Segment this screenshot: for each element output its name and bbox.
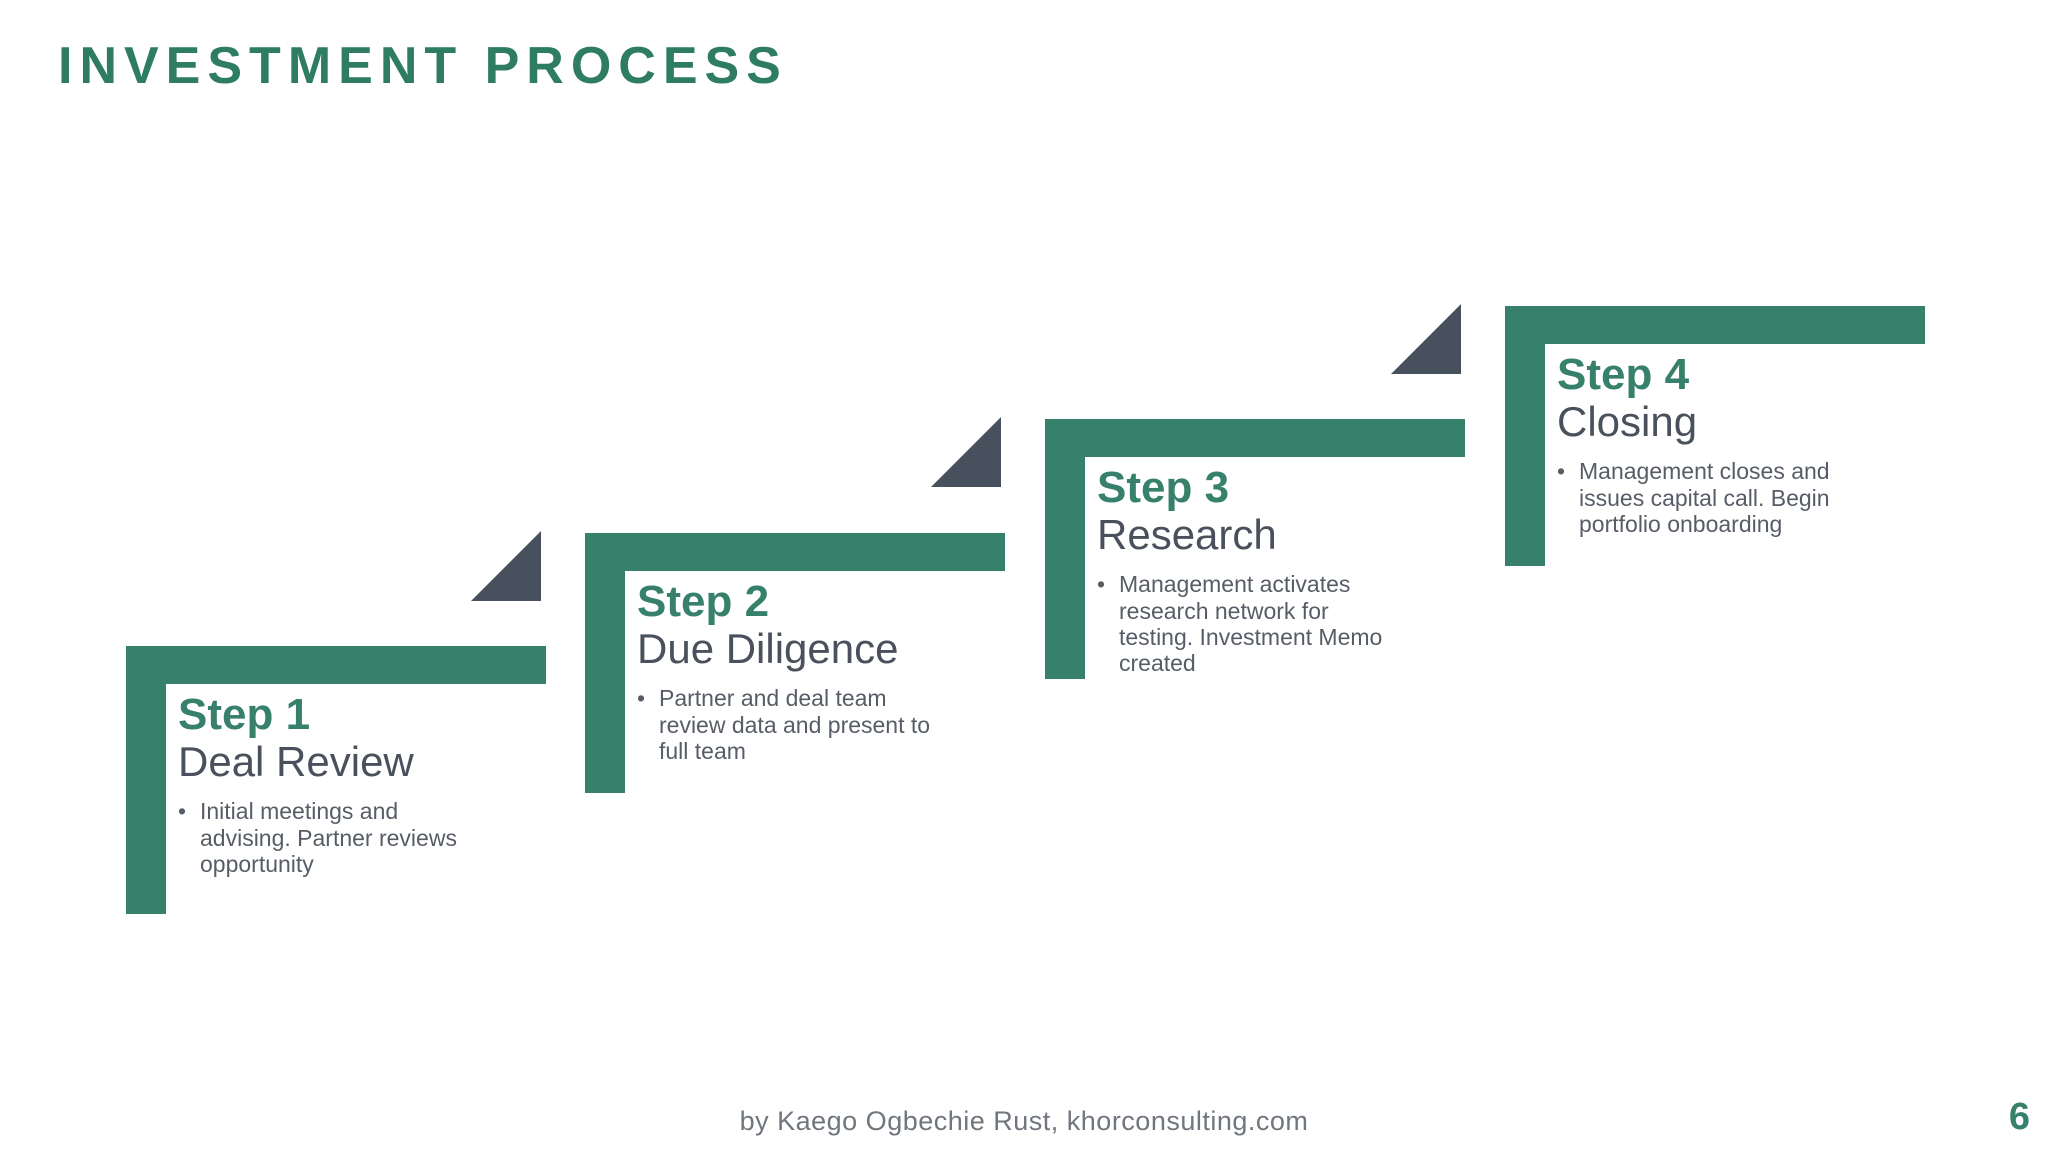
step-4-top-bar <box>1505 306 1925 344</box>
step-4-label: Step 4 <box>1557 350 1690 399</box>
step-4-content: Step 4 Closing • Management closes and i… <box>1557 350 1897 537</box>
step-4-left-bar <box>1505 306 1545 566</box>
step-4-bullet: • Management closes and issues capital c… <box>1557 458 1857 537</box>
step-1-content: Step 1 Deal Review • Initial meetings an… <box>178 690 518 877</box>
step-2-left-bar <box>585 533 625 793</box>
step-block-2: Step 2 Due Diligence • Partner and deal … <box>585 533 1025 893</box>
step-4-bullet-text: Management closes and issues capital cal… <box>1579 458 1830 537</box>
staircase-triangle-icon <box>1391 304 1461 374</box>
step-block-1: Step 1 Deal Review • Initial meetings an… <box>126 646 566 1006</box>
step-2-bullet-text: Partner and deal team review data and pr… <box>659 685 931 764</box>
step-2-content: Step 2 Due Diligence • Partner and deal … <box>637 577 977 764</box>
step-4-subtitle: Closing <box>1557 398 1698 446</box>
staircase-triangle-icon <box>931 417 1001 487</box>
bullet-dot: • <box>1097 571 1106 598</box>
step-1-left-bar <box>126 646 166 914</box>
step-2-subtitle: Due Diligence <box>637 625 899 673</box>
step-3-content: Step 3 Research • Management activates r… <box>1097 463 1437 676</box>
step-3-bullet-text: Management activates research network fo… <box>1119 571 1383 677</box>
step-3-left-bar <box>1045 419 1085 679</box>
attribution-footer: by Kaego Ogbechie Rust, khorconsulting.c… <box>739 1106 1309 1136</box>
step-1-top-bar <box>126 646 546 684</box>
step-3-bullet: • Management activates research network … <box>1097 571 1397 676</box>
page-title: INVESTMENT PROCESS <box>58 37 788 95</box>
step-1-subtitle: Deal Review <box>178 738 414 786</box>
step-3-top-bar <box>1045 419 1465 457</box>
step-block-4: Step 4 Closing • Management closes and i… <box>1505 306 1945 666</box>
step-2-bullet: • Partner and deal team review data and … <box>637 685 937 764</box>
page-number: 6 <box>2008 1096 2030 1138</box>
step-1-label: Step 1 <box>178 690 311 739</box>
step-1-bullet: • Initial meetings and advising. Partner… <box>178 798 478 877</box>
step-3-label: Step 3 <box>1097 463 1230 512</box>
step-block-3: Step 3 Research • Management activates r… <box>1045 419 1485 779</box>
step-3-subtitle: Research <box>1097 511 1277 559</box>
step-1-bullet-text: Initial meetings and advising. Partner r… <box>200 798 457 877</box>
step-2-label: Step 2 <box>637 577 770 626</box>
step-2-top-bar <box>585 533 1005 571</box>
staircase-triangle-icon <box>471 531 541 601</box>
bullet-dot: • <box>1557 458 1566 485</box>
bullet-dot: • <box>637 685 646 712</box>
bullet-dot: • <box>178 798 187 825</box>
